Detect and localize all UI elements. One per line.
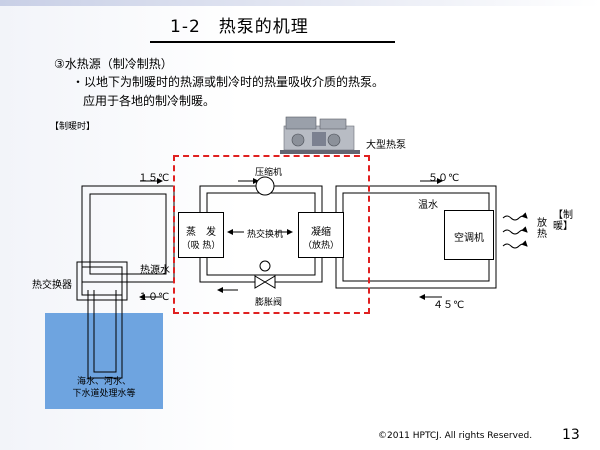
warm-water-label: 温水 [418,200,438,211]
ground-u-tube [87,290,123,379]
flow-arrows [139,178,443,300]
compressor-symbol [255,176,275,196]
aircon-box: 空调机 [444,210,494,260]
heat-pump-photo [276,112,364,158]
compressor-label: 压缩机 [255,168,283,178]
water-source-line-2: 下水道处理水等 [72,389,136,399]
copyright-footer: ©2011 HPTCJ. All rights Reserved. [378,431,533,441]
mode-label: 【制暖时】 [50,122,96,132]
evaporator-box: 蒸 发 （吸 热） [178,212,224,258]
heat-release-label: 放热 [537,218,547,240]
subheading: ③水热源（制冷制热） [54,57,173,71]
water-reservoir [45,313,163,409]
heat-release-arrows [502,212,528,249]
top-accent-bar [0,0,600,6]
aircon-label: 空调机 [454,233,484,244]
condenser-label: 凝缩 [311,227,331,238]
temp-45-label: ４５℃ [433,300,465,311]
heat-source-water-label: 热源水 [140,265,170,276]
expansion-valve-symbol [254,260,276,289]
heat-exchanger-box [76,261,128,301]
bullet-line-1: ・以地下为制暖时的热源或制冷时的热量吸收介质的热泵。 [72,75,385,89]
temp-10-label: １０℃ [138,292,170,303]
evaporator-label: 蒸 发 [186,227,216,238]
heat-pump-highlight-frame [173,155,370,314]
condenser-box: 凝缩 （放热） [298,212,344,258]
temp-15-label: １５℃ [138,173,170,184]
slide-title: 1-2 热泵的机理 [170,12,309,37]
condenser-sub: （放热） [302,241,339,251]
evaporator-sub: （吸 热） [181,241,221,251]
water-source-line-1: 海水、河水、 [76,377,131,387]
bullet-line-2: 应用于各地的制冷制暖。 [83,94,216,108]
inner-heat-exchanger-label: 热交换机 [247,230,284,240]
page-number: 13 [562,427,580,443]
temp-50-label: ５０℃ [428,173,460,184]
title-text: 热泵的机理 [218,17,309,37]
large-heat-pump-label: 大型热泵 [366,140,406,151]
expansion-valve-label: 膨胀阀 [255,298,283,308]
section-number: 1-2 [170,17,201,37]
title-underline [150,41,395,43]
heat-exchanger-label: 热交换器 [32,280,72,291]
heating-bracket-label: 【制暖】 [553,210,573,232]
water-source-label: 海水、河水、 下水道处理水等 [45,376,163,400]
